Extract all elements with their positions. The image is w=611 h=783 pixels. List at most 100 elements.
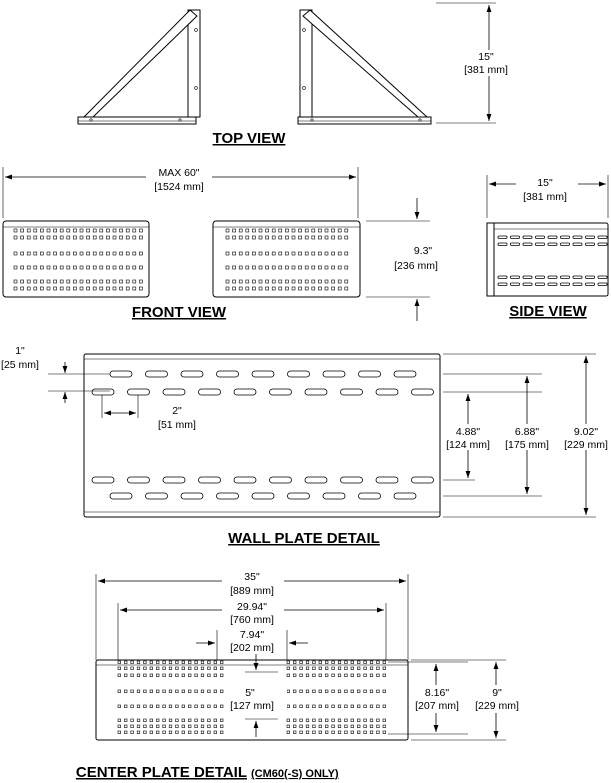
wall-slot — [393, 492, 417, 500]
wall-plate-title: WALL PLATE DETAIL — [228, 530, 380, 547]
center-hole-height-mm-label: [207 mm] — [415, 700, 459, 712]
perforation-hole — [99, 251, 104, 256]
center-hole — [124, 730, 128, 734]
wall-plate-detail: 1" [25 mm] 2" [51 mm] 4.88" [124 mm] 6.8… — [1, 345, 610, 547]
perforation-hole — [252, 265, 256, 270]
perforation-hole — [232, 279, 236, 284]
center-plate-height-label: 9" — [492, 687, 502, 699]
center-hole — [188, 666, 192, 670]
center-hole — [350, 724, 354, 728]
perforation-hole — [238, 251, 243, 256]
perforation-hole — [53, 286, 57, 291]
wall-slot — [375, 388, 399, 396]
wall-slot — [375, 476, 399, 484]
center-hole — [194, 718, 198, 722]
center-hole — [220, 704, 224, 708]
wall-slot — [233, 476, 257, 484]
center-hole — [286, 730, 290, 734]
center-hole — [143, 660, 147, 664]
perforation-hole — [245, 251, 250, 256]
center-hole — [318, 666, 322, 670]
perforation-hole — [40, 279, 44, 284]
center-hole — [325, 724, 329, 728]
perforation-hole — [298, 279, 302, 284]
center-overall-width-mm-label: [889 mm] — [230, 585, 274, 597]
perforation-hole — [125, 228, 130, 233]
center-hole — [181, 673, 185, 677]
center-hole — [117, 666, 121, 670]
perforation-hole — [59, 235, 64, 240]
perforation-hole — [331, 286, 335, 291]
center-hole — [325, 660, 329, 664]
wall-slot — [287, 370, 310, 378]
wall-slot — [145, 492, 168, 500]
center-hole — [188, 704, 192, 708]
center-hole — [286, 673, 290, 677]
center-hole — [207, 704, 211, 708]
center-hole — [286, 660, 290, 664]
perforation-hole — [232, 228, 236, 233]
center-hole — [136, 730, 141, 734]
perforation-hole — [252, 279, 256, 284]
center-hole — [200, 673, 205, 677]
perforation-hole — [53, 251, 57, 256]
perforation-hole — [99, 279, 104, 284]
perforation-hole — [139, 286, 143, 291]
wall-pitch-label: 2" — [172, 405, 182, 417]
perforation-hole — [331, 279, 335, 284]
center-hole — [213, 689, 217, 693]
wall-slot — [91, 476, 115, 484]
perforation-hole — [298, 228, 302, 233]
perforation-hole — [119, 228, 123, 233]
center-hole — [143, 673, 147, 677]
center-hole — [337, 730, 342, 734]
center-hole — [207, 673, 211, 677]
center-hole — [369, 689, 374, 693]
center-hole — [175, 730, 179, 734]
center-hole — [156, 673, 160, 677]
perforation-hole — [132, 235, 137, 240]
perforation-hole — [265, 279, 269, 284]
perforation-hole — [73, 265, 77, 270]
center-hole — [188, 724, 192, 728]
center-hole — [382, 689, 386, 693]
perforation-hole — [265, 228, 269, 233]
perforation-hole — [324, 286, 329, 291]
center-hole — [168, 689, 173, 693]
center-hole — [331, 666, 335, 670]
perforation-hole — [112, 265, 117, 270]
center-hole — [369, 730, 374, 734]
center-hole — [143, 689, 147, 693]
center-hole — [175, 724, 179, 728]
perforation-hole — [252, 235, 256, 240]
perforation-hole — [20, 235, 24, 240]
perforation-hole — [73, 251, 77, 256]
center-hole — [149, 724, 153, 728]
center-hole — [376, 689, 380, 693]
center-hole — [369, 666, 374, 670]
center-plate-title: CENTER PLATE DETAIL — [76, 764, 247, 781]
perforation-hole — [46, 228, 51, 233]
perforation-hole — [33, 286, 38, 291]
perforation-hole — [285, 286, 289, 291]
perforation-hole — [26, 235, 31, 240]
center-hole — [382, 666, 386, 670]
side-slot — [585, 242, 595, 246]
center-hole — [286, 704, 290, 708]
center-hole — [376, 673, 380, 677]
perforation-hole — [13, 265, 18, 270]
perforation-hole — [99, 265, 104, 270]
center-hole — [344, 730, 348, 734]
center-hole — [299, 724, 303, 728]
center-hole — [363, 689, 367, 693]
center-hole — [162, 689, 166, 693]
center-hole — [162, 730, 166, 734]
perforation-hole — [331, 235, 335, 240]
perforation-hole — [92, 286, 97, 291]
side-slot — [497, 235, 508, 239]
wall-inner-span-label: 4.88" — [456, 426, 480, 438]
center-hole — [331, 724, 335, 728]
center-hole — [376, 730, 380, 734]
center-hole — [188, 689, 192, 693]
perforation-hole — [106, 235, 110, 240]
